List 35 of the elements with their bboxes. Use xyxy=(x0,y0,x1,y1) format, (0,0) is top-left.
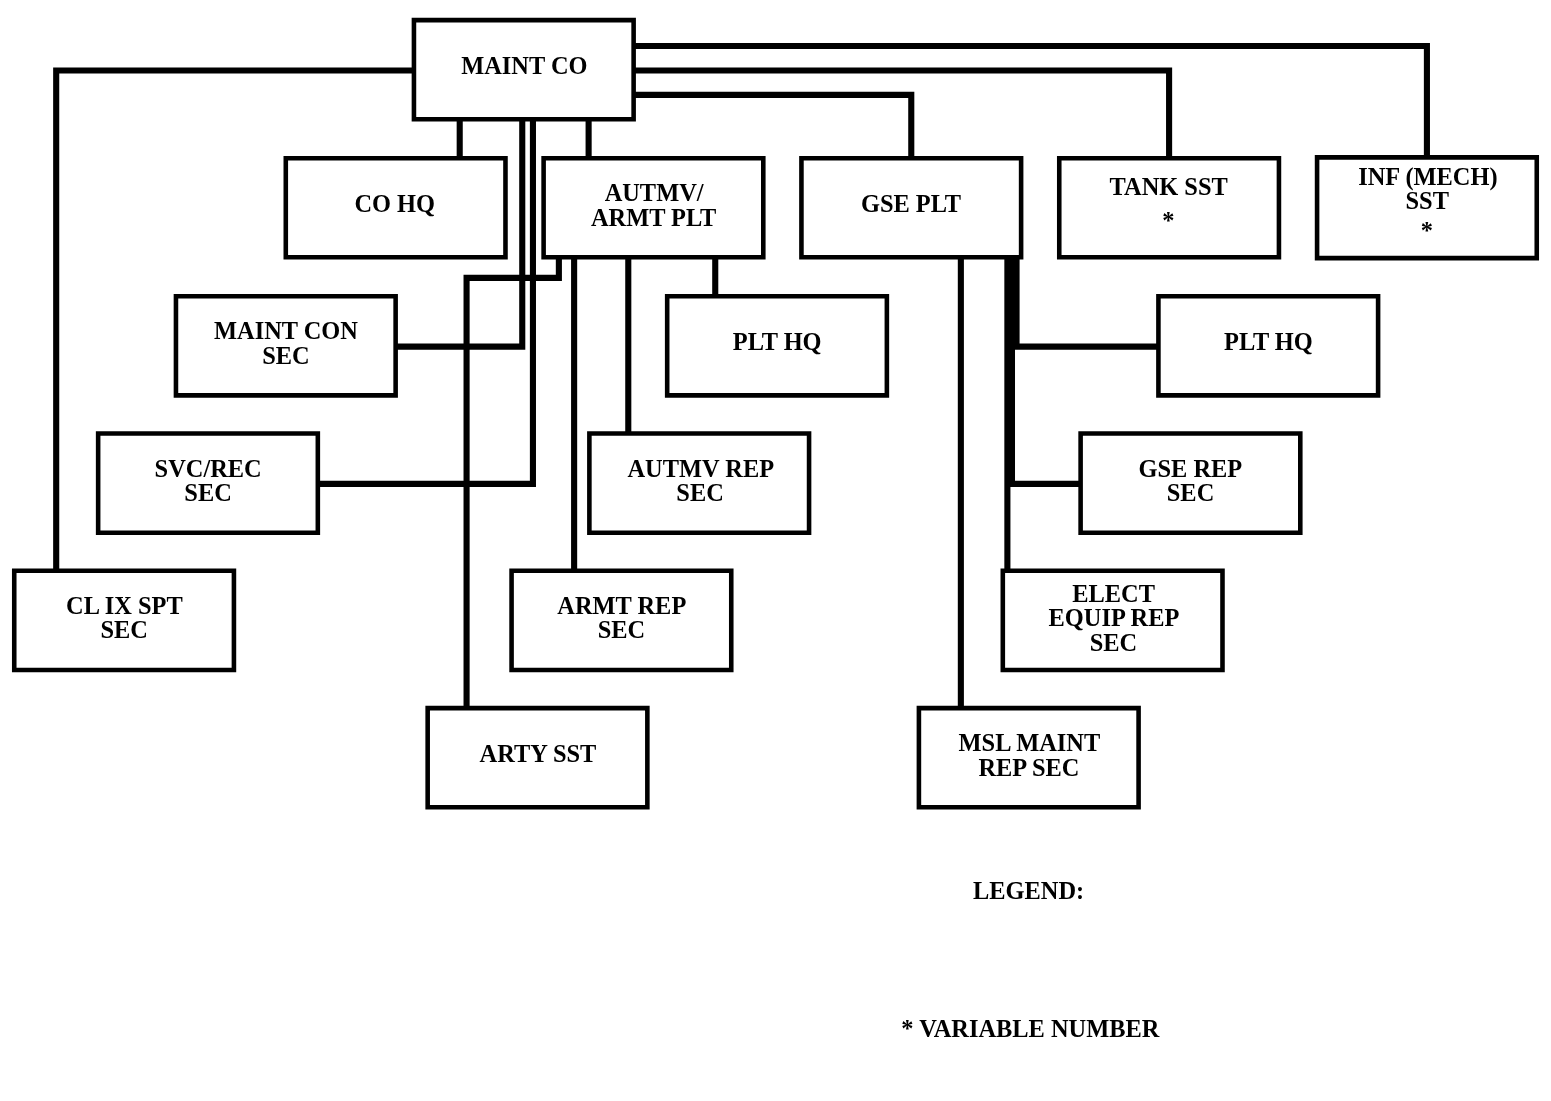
connector xyxy=(571,257,578,570)
label: * VARIABLE NUMBER xyxy=(901,1014,1160,1042)
connector xyxy=(463,257,562,708)
connector xyxy=(585,119,592,158)
node-box: ARMT REP SEC xyxy=(509,568,734,672)
node-box: CL IX SPT SEC xyxy=(11,568,237,672)
node-box: ARTY SST xyxy=(425,705,650,810)
connector xyxy=(634,66,1173,158)
connector xyxy=(633,91,915,158)
node-box: PLT HQ xyxy=(1156,293,1381,398)
connector xyxy=(456,119,463,158)
node-box: MAINT CO xyxy=(411,17,636,122)
connector xyxy=(957,257,964,708)
connector xyxy=(712,257,719,296)
node-box: MSL MAINT REP SEC xyxy=(916,705,1141,810)
node-box: SVC/REC SEC xyxy=(95,430,321,535)
node-box: AUTMV REP SEC xyxy=(587,430,812,535)
connector xyxy=(395,119,526,350)
node-box: GSE PLT xyxy=(799,155,1024,260)
connector xyxy=(53,66,414,571)
node-box: AUTMV/ ARMT PLT xyxy=(541,155,766,260)
connector xyxy=(1008,257,1081,487)
node-box: MAINT CON SEC xyxy=(173,293,398,398)
node-box: PLT HQ xyxy=(664,293,890,398)
node-box: CO HQ xyxy=(283,155,508,260)
node-box: TANK SST * xyxy=(1056,155,1282,260)
connector xyxy=(625,257,632,433)
node-box: INF (MECH) SST * xyxy=(1314,154,1540,260)
node-box: GSE REP SEC xyxy=(1078,430,1303,535)
connector xyxy=(318,119,536,487)
node-box: ELECT EQUIP REP SEC xyxy=(1000,568,1225,672)
connector xyxy=(634,42,1430,157)
connector xyxy=(1013,257,1158,350)
label: LEGEND: xyxy=(973,876,1085,904)
connector xyxy=(1004,257,1011,570)
